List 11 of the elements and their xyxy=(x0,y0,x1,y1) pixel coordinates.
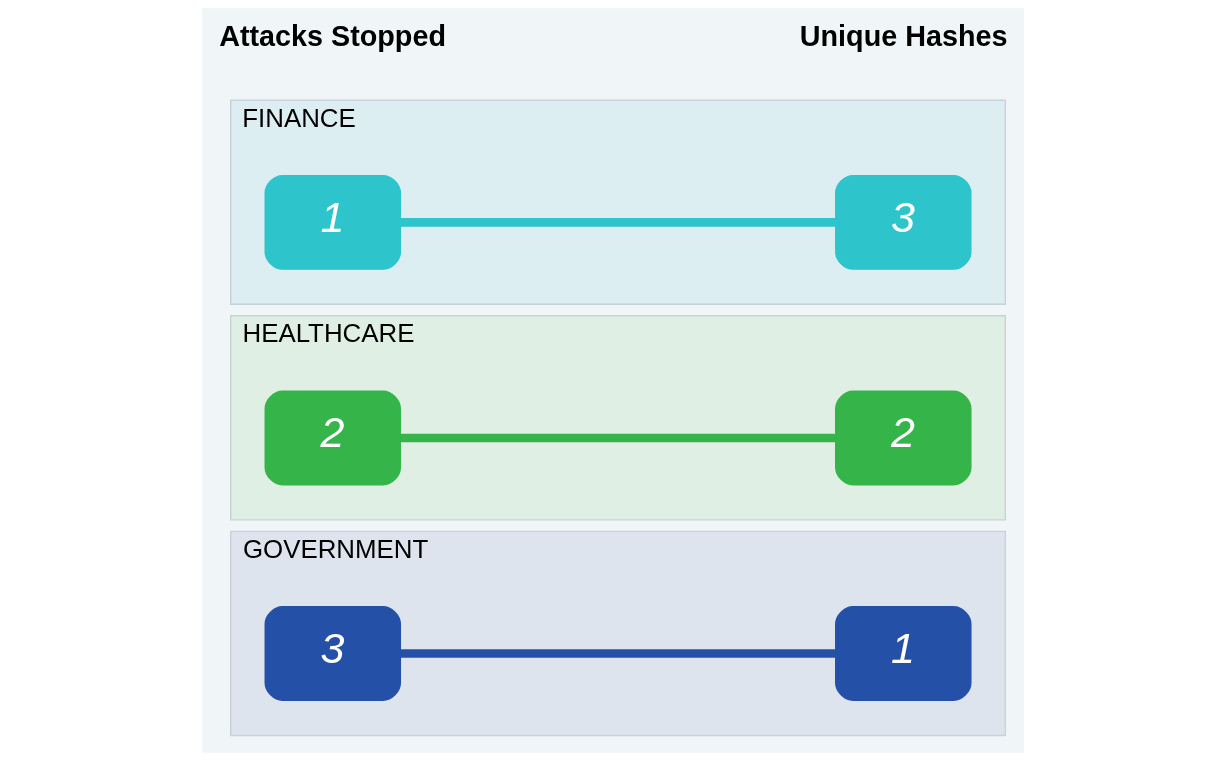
node-box: 1 xyxy=(834,606,972,701)
label: Unique Hashes xyxy=(799,19,1007,52)
connector xyxy=(399,218,836,227)
node-box: 2 xyxy=(834,390,972,486)
node-box: 1 xyxy=(264,175,401,270)
node-box: 2 xyxy=(264,390,401,486)
connector xyxy=(399,649,836,658)
connector xyxy=(399,433,836,443)
node-box: 3 xyxy=(264,606,401,701)
label: Attacks Stopped xyxy=(218,19,446,52)
node-box: 3 xyxy=(834,175,972,270)
